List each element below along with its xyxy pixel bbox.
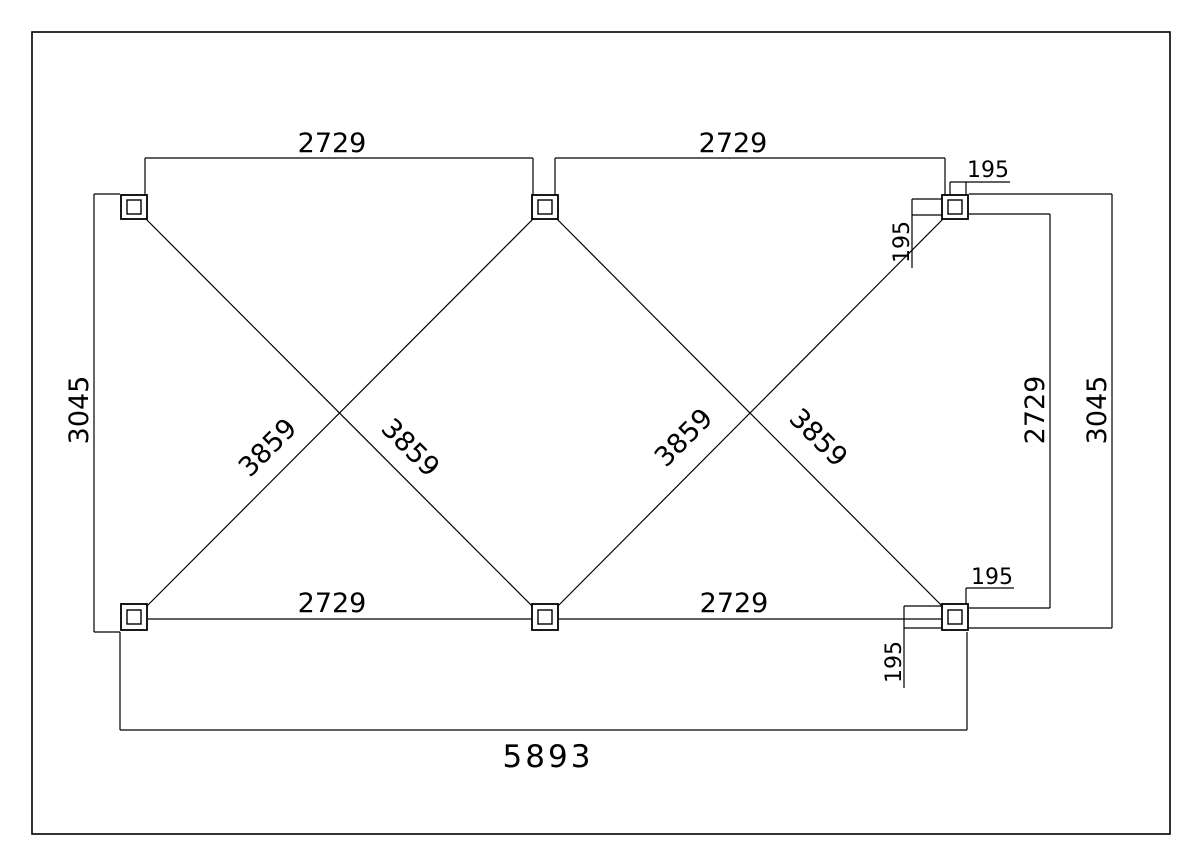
diagonal-braces <box>133 206 956 620</box>
post-top-width-label: 195 <box>967 158 1009 183</box>
bay-bottom-left-label: 2729 <box>298 588 367 619</box>
post-top-depth-label: 195 <box>890 221 915 263</box>
sheet-border <box>31 31 1171 835</box>
diagonal-line <box>133 206 546 620</box>
diagonal-4-label: 3859 <box>783 403 854 474</box>
post-bottom-right <box>941 603 969 631</box>
bottom-dimensions: 2729 2729 <box>298 588 769 619</box>
bay-top-right-label: 2729 <box>699 128 768 159</box>
diagonal-2-label: 3859 <box>375 413 446 484</box>
depth-right-label: 3045 <box>1082 376 1113 445</box>
overall-width-dimension: 5893 <box>119 632 968 775</box>
diagonal-3-label: 3859 <box>649 403 720 474</box>
right-depth-dimensions: 2729 3045 <box>969 193 1113 629</box>
post-bottom-middle <box>531 603 559 631</box>
depth-left-label: 3045 <box>64 376 95 445</box>
post-size-dimensions: 195 195 195 195 <box>882 158 1014 688</box>
post-bottom-depth-label: 195 <box>882 641 907 683</box>
posts <box>120 194 969 631</box>
post-bottom-width-label: 195 <box>971 565 1013 590</box>
diagonal-1-label: 3859 <box>233 413 304 484</box>
left-depth-dimension: 3045 <box>64 193 120 633</box>
post-bottom-left <box>120 603 148 631</box>
bay-bottom-right-label: 2729 <box>700 588 769 619</box>
overall-width-label: 5893 <box>503 739 594 775</box>
diagonal-labels: 3859 3859 3859 3859 <box>233 403 854 484</box>
post-top-middle <box>531 194 559 220</box>
top-dimensions: 2729 2729 <box>144 128 946 196</box>
post-top-right <box>941 194 969 220</box>
post-top-left <box>120 194 148 220</box>
diagonal-line <box>544 206 956 620</box>
bay-top-left-label: 2729 <box>298 128 367 159</box>
inner-depth-label: 2729 <box>1020 376 1051 445</box>
